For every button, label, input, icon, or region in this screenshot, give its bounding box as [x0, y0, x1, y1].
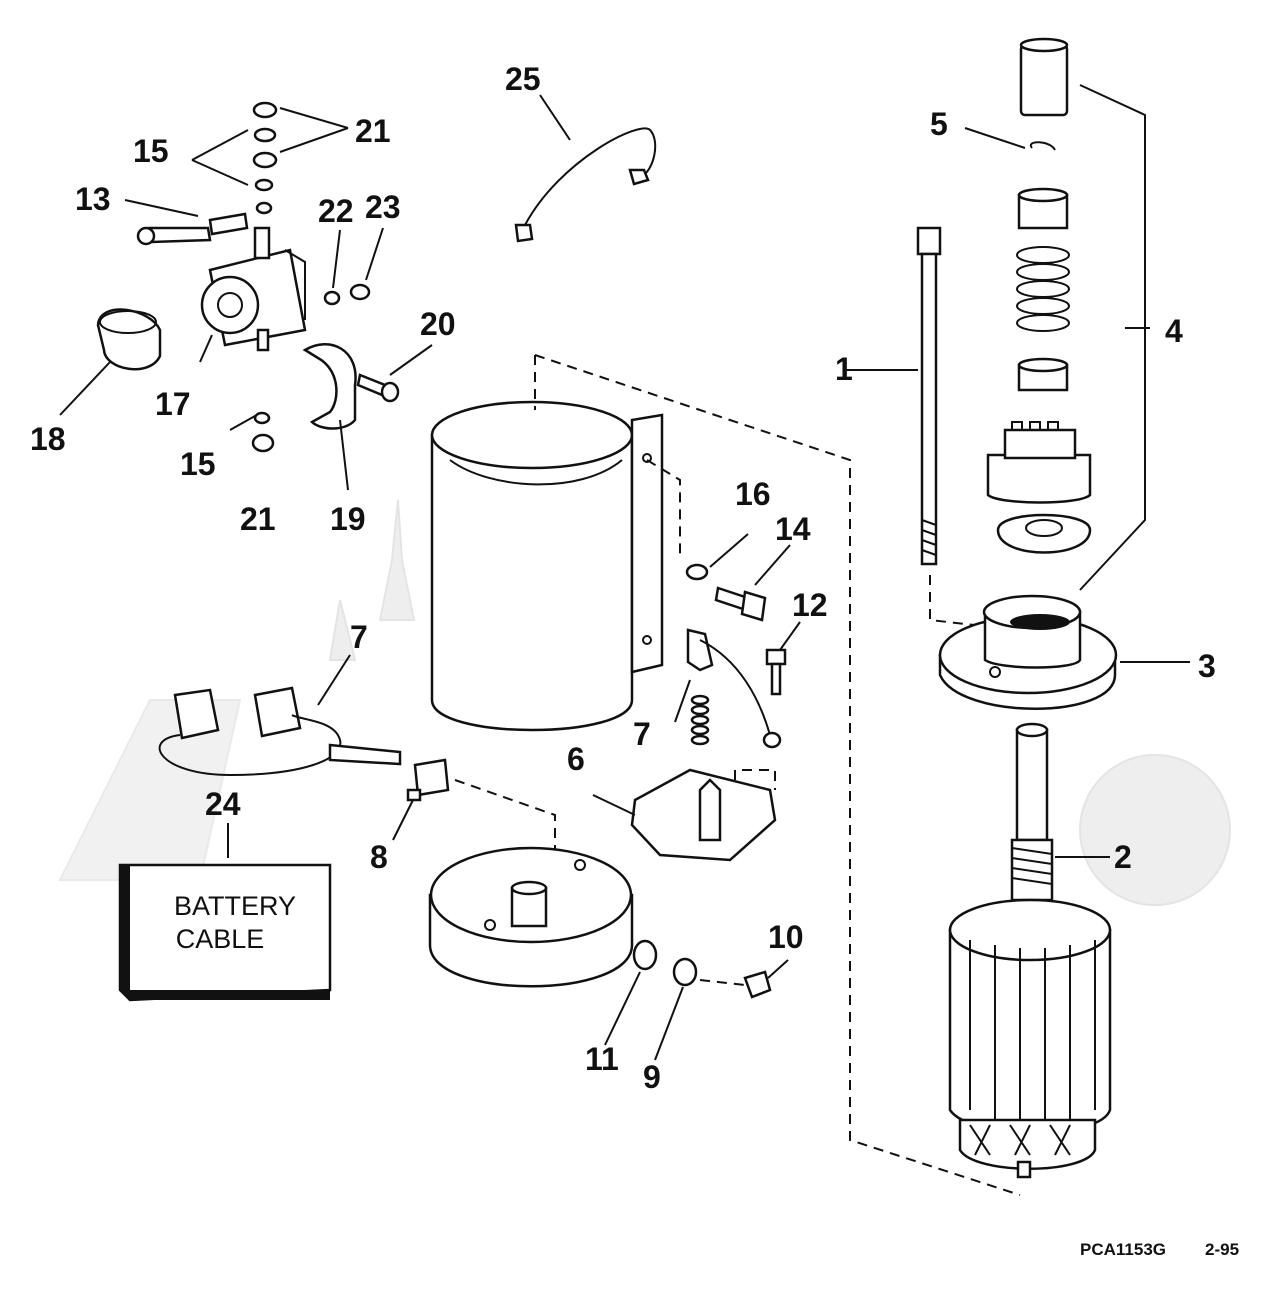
part-15-lockwasher — [253, 411, 271, 425]
callout-25: 25 — [505, 61, 541, 97]
callout-21-top: 21 — [355, 113, 391, 149]
assembly-dash-line — [534, 354, 1021, 1196]
callout-11: 11 — [585, 1041, 619, 1077]
callout-1: 1 — [835, 351, 853, 387]
callout-12: 12 — [792, 587, 828, 623]
dash-16 — [646, 459, 681, 560]
callout-22: 22 — [318, 193, 354, 229]
callout-8: 8 — [370, 839, 388, 875]
part-21-nut — [251, 433, 275, 453]
leader-lines — [59, 94, 1190, 1061]
battery-cable-box: BATTERY CABLE — [118, 863, 332, 1002]
footer-date: 2-95 — [1205, 1240, 1239, 1259]
part-12-screw — [765, 648, 787, 696]
part-14-bolt — [714, 586, 767, 622]
end-cap — [428, 846, 634, 988]
callout-4: 4 — [1165, 313, 1183, 349]
callout-17: 17 — [155, 386, 191, 422]
dash-9-10 — [699, 979, 746, 986]
part-4-drive-kit — [986, 37, 1146, 591]
callout-21-bottom: 21 — [240, 501, 276, 537]
callout-labels: 25 21 15 13 22 23 5 20 4 1 17 18 15 16 1… — [30, 61, 1216, 1095]
battery-cable-line2: CABLE — [176, 924, 265, 954]
part-23-nut — [349, 283, 371, 301]
part-13-stud — [136, 212, 249, 246]
part-6-brush-plate — [630, 768, 777, 862]
callout-15-top: 15 — [133, 133, 169, 169]
part-7-brush-left — [158, 686, 402, 777]
callout-3: 3 — [1198, 648, 1216, 684]
part-17-solenoid — [200, 226, 307, 352]
part-8-terminal — [406, 758, 450, 802]
callout-23: 23 — [365, 189, 401, 225]
callout-15-bottom: 15 — [180, 446, 216, 482]
part-1-thru-bolt — [916, 226, 942, 566]
callout-7-right: 7 — [633, 716, 651, 752]
part-10-nut — [743, 970, 772, 999]
callout-2: 2 — [1114, 839, 1132, 875]
callout-14: 14 — [775, 511, 811, 547]
callout-16: 16 — [735, 476, 771, 512]
callout-19: 19 — [330, 501, 366, 537]
part-2-armature — [948, 722, 1112, 1179]
part-7-brush-right — [686, 628, 782, 749]
part-25-cable — [514, 127, 657, 243]
part-20-screw — [356, 373, 400, 403]
part-18-collar — [96, 308, 162, 371]
callout-20: 20 — [420, 306, 456, 342]
battery-cable-line1: BATTERY — [174, 891, 296, 921]
part-3-drive-cap — [938, 594, 1118, 710]
footer-code: PCA1153G — [1080, 1240, 1166, 1259]
frame-housing — [430, 400, 664, 732]
callout-7-left: 7 — [350, 619, 368, 655]
part-21-15-stack — [252, 101, 278, 215]
part-11-washer — [632, 939, 658, 971]
callout-5: 5 — [930, 106, 948, 142]
callout-13: 13 — [75, 181, 111, 217]
part-19-strap — [302, 343, 357, 430]
callout-9: 9 — [643, 1059, 661, 1095]
part-16-washer — [685, 563, 709, 581]
part-22-washer — [323, 290, 341, 306]
callout-10: 10 — [768, 919, 804, 955]
part-9-washer — [672, 957, 698, 987]
callout-24: 24 — [205, 786, 241, 822]
watermark — [58, 499, 1232, 906]
callout-18: 18 — [30, 421, 66, 457]
callout-6: 6 — [567, 741, 585, 777]
